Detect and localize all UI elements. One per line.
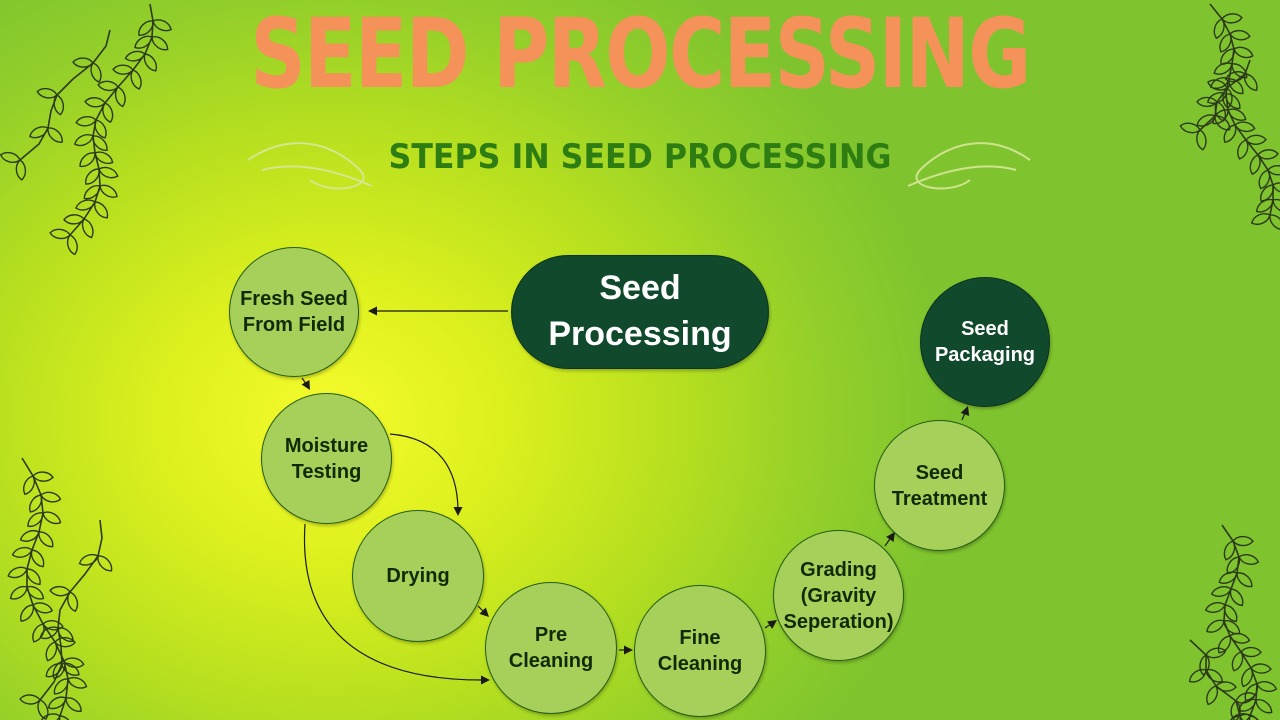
vine-bottom-left [7, 457, 88, 720]
vine-leaf-icon [0, 3, 1280, 720]
step-node-fresh-seed: Fresh Seed From Field [229, 247, 359, 377]
arrowhead-0 [368, 306, 377, 316]
arrowhead-3 [481, 675, 490, 685]
vine-bottom-left-branch [19, 519, 113, 720]
vine-bottom-right [1204, 524, 1278, 720]
vine-top-left-branch [0, 29, 111, 181]
vine-top-right [1206, 3, 1280, 231]
arrowhead-7 [886, 532, 895, 542]
arrowhead-8 [960, 406, 970, 416]
step-node-seed-packaging: Seed Packaging [920, 277, 1050, 407]
arrowhead-2 [453, 507, 463, 516]
arrowheads [301, 306, 970, 685]
step-node-fine-cleaning: Fine Cleaning [634, 585, 766, 717]
step-node-moisture-testing: Moisture Testing [261, 393, 392, 524]
center-node-seed-processing: Seed Processing [511, 255, 769, 369]
step-node-grading: Grading (Gravity Seperation) [773, 530, 904, 661]
arrowhead-6 [767, 620, 777, 629]
arrowhead-5 [624, 645, 633, 655]
step-node-pre-cleaning: Pre Cleaning [485, 582, 617, 714]
arrowhead-1 [301, 379, 310, 390]
vine-bottom-right-branch [1188, 639, 1260, 720]
step-node-drying: Drying [352, 510, 484, 642]
arrow-moisture-to-drying [389, 433, 459, 513]
vine-top-left [49, 3, 172, 256]
flow-connectors [301, 310, 967, 681]
vine-top-right-branch [1179, 59, 1258, 151]
page-title: SEED PROCESSING [250, 0, 1031, 110]
page-subtitle: STEPS IN SEED PROCESSING [388, 137, 892, 177]
arrow-moisture-to-pre-cleaning [303, 523, 489, 681]
step-node-seed-treatment: Seed Treatment [874, 420, 1005, 551]
flourish-icon [247, 142, 1031, 190]
